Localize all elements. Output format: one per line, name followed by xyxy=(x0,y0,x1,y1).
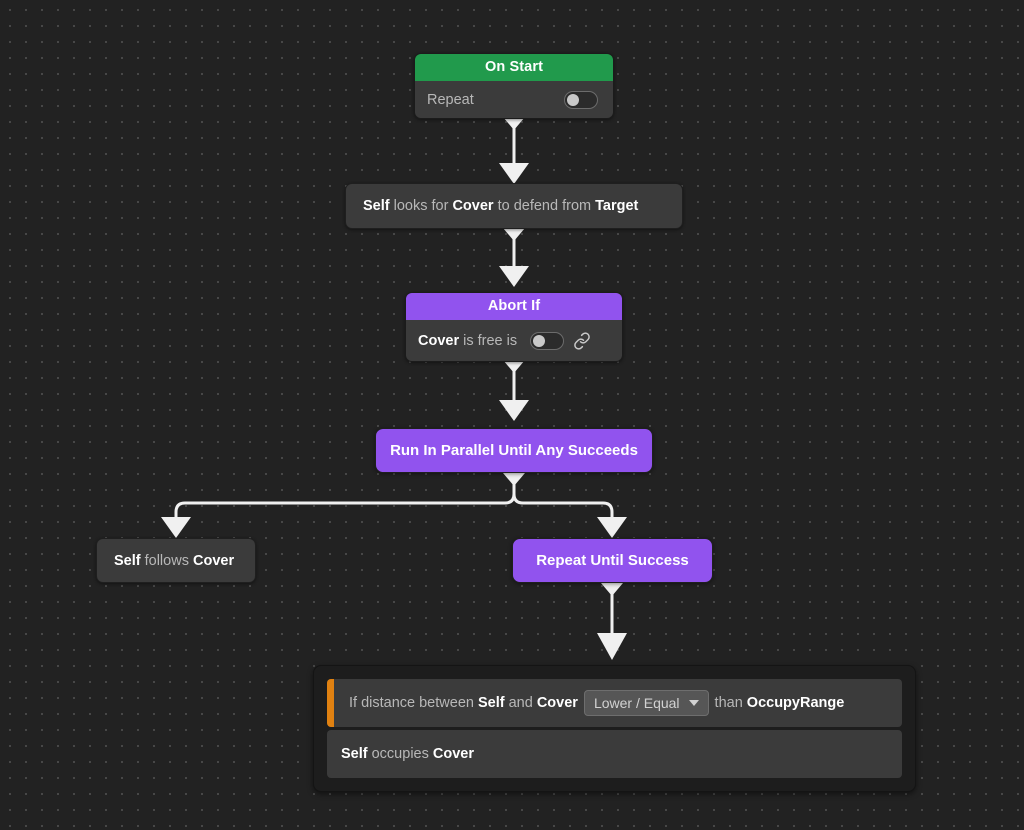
token-strong: Self xyxy=(341,746,368,762)
edge-line-4 xyxy=(610,584,614,634)
condition-accent-bar xyxy=(327,679,334,727)
edge-branch-right xyxy=(512,478,614,522)
condition-text-after: than OccupyRange xyxy=(715,694,845,712)
token-plain: looks for xyxy=(389,198,453,214)
condition-row[interactable]: If distance between Self and Cover Lower… xyxy=(327,679,902,727)
occupy-action-row[interactable]: Self occupies Cover xyxy=(327,730,902,778)
repeat-toggle[interactable] xyxy=(564,90,598,109)
occupy-action-row-content: Self occupies Cover xyxy=(327,745,474,763)
token-plain: and xyxy=(504,695,537,711)
edge-line-2 xyxy=(512,229,516,273)
repeat-toggle-knob xyxy=(567,93,579,106)
node-on-start[interactable]: On Start Repeat xyxy=(414,53,614,119)
edge-line-1 xyxy=(512,118,516,170)
comparator-dropdown[interactable]: Lower / Equal xyxy=(583,690,709,716)
repeat-label: Repeat xyxy=(427,91,474,108)
token-strong: Target xyxy=(595,198,639,214)
node-repeat-until-success-title: Repeat Until Success xyxy=(536,552,689,569)
node-abort-if-text: Cover is free is xyxy=(418,332,517,350)
edge-arrow-4 xyxy=(597,633,627,660)
node-self-follows-cover-text: Self follows Cover xyxy=(114,552,234,570)
node-decorator-group[interactable]: If distance between Self and Cover Lower… xyxy=(313,665,916,792)
node-abort-if[interactable]: Abort If Cover is free is xyxy=(405,292,623,362)
edge-arrow-3 xyxy=(499,400,529,421)
token-strong: Cover xyxy=(418,332,460,349)
token-strong: Self xyxy=(477,695,505,711)
token-strong: Cover xyxy=(536,695,578,711)
edge-tab-repeat-until xyxy=(601,583,623,596)
node-self-looks-for-cover-text: Self looks for Cover to defend from Targ… xyxy=(363,197,638,215)
edge-arrow-right xyxy=(597,517,627,538)
token-strong: OccupyRange xyxy=(746,695,845,711)
node-run-in-parallel[interactable]: Run In Parallel Until Any Succeeds xyxy=(375,428,653,473)
node-on-start-body: Repeat xyxy=(415,81,613,118)
edge-arrow-2 xyxy=(499,266,529,287)
link-icon[interactable] xyxy=(573,331,591,350)
edge-arrow-1 xyxy=(499,163,529,184)
node-repeat-until-success[interactable]: Repeat Until Success xyxy=(512,538,713,583)
condition-text-before: If distance between Self and Cover xyxy=(349,694,578,712)
node-self-follows-cover[interactable]: Self follows Cover xyxy=(96,538,256,583)
token-strong: Self xyxy=(114,552,141,569)
edge-line-3 xyxy=(512,361,516,407)
node-self-looks-for-cover[interactable]: Self looks for Cover to defend from Targ… xyxy=(345,183,683,229)
abort-if-toggle-knob xyxy=(533,334,546,347)
chevron-down-icon xyxy=(688,700,699,706)
node-abort-if-title: Abort If xyxy=(406,293,622,320)
token-plain: If distance between xyxy=(349,695,478,711)
edge-arrow-left xyxy=(161,517,191,538)
abort-if-toggle[interactable] xyxy=(530,331,565,350)
token-strong: Cover xyxy=(432,746,474,762)
edge-tab-look-for-cover xyxy=(503,228,525,241)
node-abort-if-body: Cover is free is xyxy=(406,320,622,361)
edge-branch-left xyxy=(174,478,516,522)
token-plain: than xyxy=(714,695,747,711)
token-plain: is free is xyxy=(459,332,518,349)
token-strong: Cover xyxy=(192,552,235,569)
condition-row-content: If distance between Self and Cover Lower… xyxy=(327,690,844,716)
occupy-action-text: Self occupies Cover xyxy=(341,745,474,763)
token-plain: occupies xyxy=(367,746,433,762)
token-strong: Cover xyxy=(452,198,494,214)
node-on-start-title: On Start xyxy=(415,54,613,81)
token-strong: Self xyxy=(363,198,390,214)
token-plain: follows xyxy=(140,552,193,569)
node-run-in-parallel-title: Run In Parallel Until Any Succeeds xyxy=(390,442,638,459)
edge-tab-run-parallel xyxy=(503,473,525,486)
token-plain: to defend from xyxy=(493,198,596,214)
comparator-dropdown-label: Lower / Equal xyxy=(593,695,680,711)
